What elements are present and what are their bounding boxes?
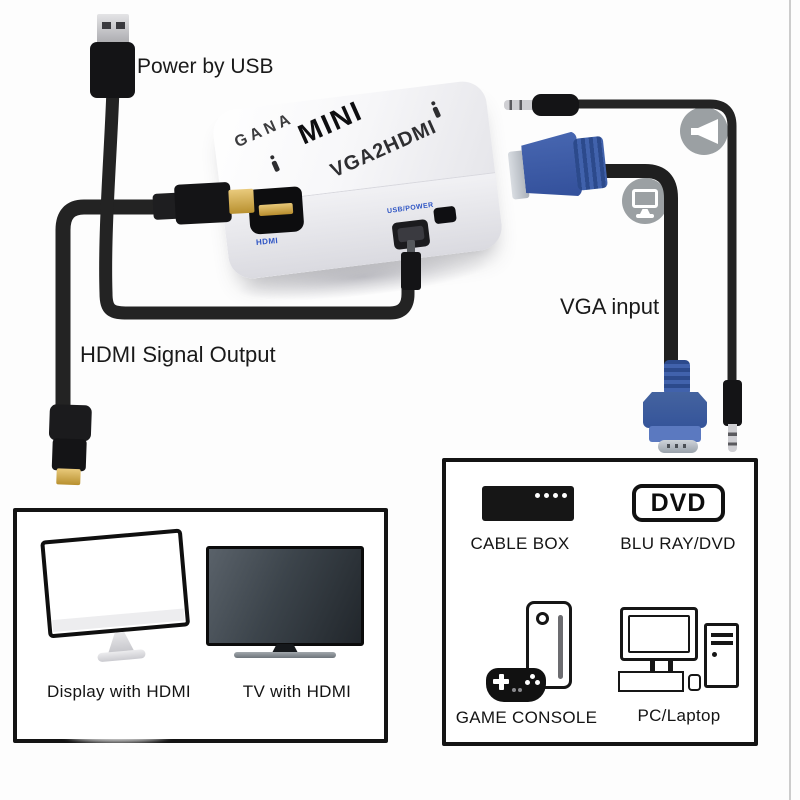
gamepad-body [486,668,546,702]
tv-stand-mount [272,644,298,653]
imac-illustration [40,528,202,681]
hdmi-plug-body [173,181,232,225]
watermark-smudge [65,724,170,742]
dvd-logo: DVD [632,484,725,522]
pc-monitor-screen [628,615,690,653]
monitor-icon [622,178,668,224]
audio-cable [575,99,737,386]
hdmi-plug-tip [228,188,255,214]
sources-box: CABLE BOX DVD BLU RAY/DVD GAME CONSOLE [442,458,758,746]
gamepad-btn-center-1 [512,688,516,692]
hdmi-free-body [51,438,87,472]
gamepad-btn-center-2 [518,688,522,692]
hdmi-port-label: HDMI [255,236,279,247]
gamepad-btn-3 [525,680,530,685]
pc-monitor-leg-1 [650,661,655,671]
tv-illustration [206,546,364,660]
displays-box: Display with HDMI TV with HDMI [13,508,388,743]
power-plug-body [401,252,421,290]
usb-power-cable [99,87,415,320]
power-plug-tip [407,240,415,254]
monitor-glyph-stand [640,209,650,214]
hdmi-free-boot [48,404,92,442]
hdmi-cable [55,199,172,408]
audio-jack-tip [504,100,534,110]
cable-box-icon [482,486,574,521]
gamepad-icon [486,666,546,708]
pc-keyboard-icon [618,671,684,692]
console-circle [536,612,549,625]
vga-cable [596,164,678,368]
tv-stand-base [234,652,336,658]
usb-a-hole-2 [116,22,125,29]
vga-free-boot [664,360,690,396]
vga-plugged-boot [572,135,608,191]
audio-jack-body [532,94,579,116]
game-console-label: GAME CONSOLE [455,708,598,727]
vga-free-body [643,392,707,428]
tv-screen [206,546,364,646]
console-slot [558,615,563,679]
speaker-icon [680,107,728,155]
monitor-glyph-base [636,214,654,218]
vga-input-label: VGA input [560,294,660,319]
monitor-glyph-screen [632,189,658,208]
tv-with-hdmi-label: TV with HDMI [242,682,352,701]
usb-a-body [90,42,135,98]
cable-box-dot-2 [544,493,549,498]
usb-a-metal [97,14,129,45]
gamepad-dpad-h [493,679,509,684]
hdmi-port-contacts [258,202,294,217]
mode-switch [433,205,457,225]
pc-tower-bay-1 [711,633,733,637]
cable-box-dot-4 [562,493,567,498]
imac-stand-base [97,649,146,663]
cable-box-dot-3 [553,493,558,498]
hdmi-signal-output-label: HDMI Signal Output [80,342,276,367]
pc-tower-button [712,652,717,657]
vga-free-pins [667,444,689,448]
usb-a-hole-1 [102,22,111,29]
pc-monitor-leg-2 [668,661,673,671]
hdmi-free-tip [56,468,81,486]
pc-mouse-icon [688,674,701,691]
display-with-hdmi-label: Display with HDMI [47,682,191,701]
cable-box-label: CABLE BOX [470,534,570,553]
pc-laptop-label: PC/Laptop [637,706,721,725]
pc-tower-icon [704,623,739,688]
vga-free-lower [649,426,701,442]
gamepad-btn-2 [535,680,540,685]
audio-free-body [723,380,742,426]
gamepad-btn-1 [530,674,535,679]
power-by-usb-label: Power by USB [137,55,274,78]
pc-monitor-icon [620,607,698,661]
image-right-border [789,0,791,800]
blu-ray-dvd-label: BLU RAY/DVD [620,534,736,553]
cable-box-dot-1 [535,493,540,498]
pc-tower-bay-2 [711,641,733,645]
hdmi-port [247,186,305,235]
audio-free-tip [728,424,737,452]
